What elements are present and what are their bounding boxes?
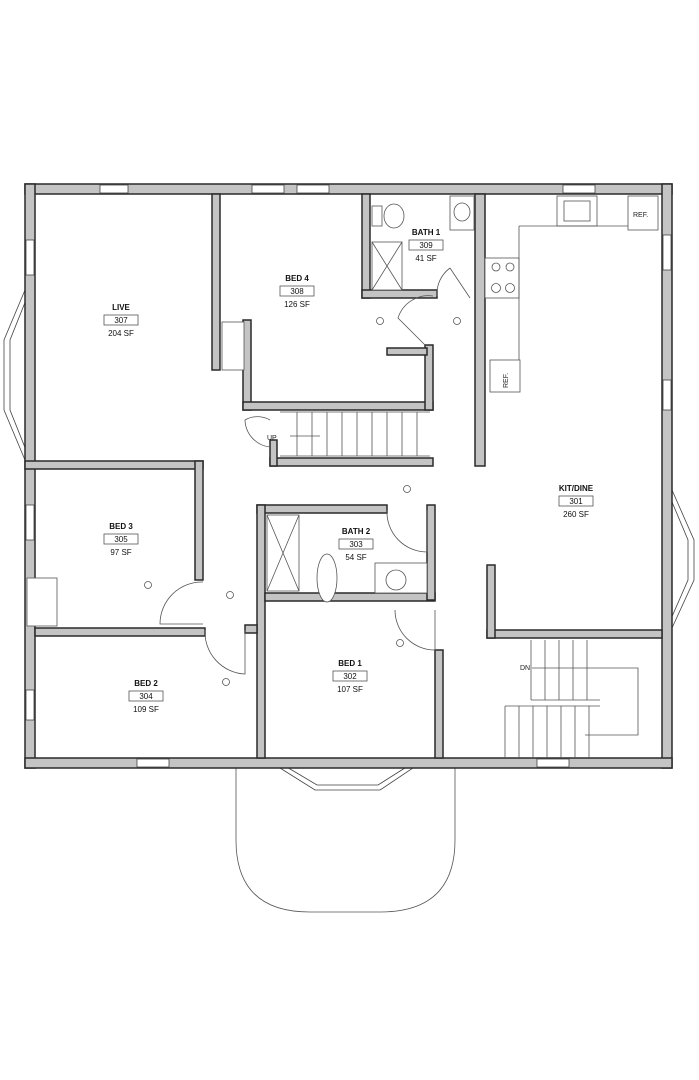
svg-text:BED 2: BED 2 [134,679,158,688]
room-tag-bed2: BED 2 304 109 SF [128,679,164,714]
svg-text:307: 307 [114,316,128,325]
windows [25,184,672,768]
room-tag-kit-dine: KIT/DINE 301 260 SF [558,484,594,519]
svg-text:304: 304 [139,692,153,701]
svg-text:301: 301 [569,497,583,506]
svg-text:BATH 2: BATH 2 [342,527,371,536]
door-swings [159,267,471,675]
bed1-bay-window [279,765,414,791]
stair-down-label: DN [520,665,530,672]
svg-text:97 SF: 97 SF [110,548,131,557]
svg-text:303: 303 [349,540,363,549]
svg-text:305: 305 [114,535,128,544]
svg-text:BED 3: BED 3 [109,522,133,531]
svg-text:BED 4: BED 4 [285,274,309,283]
svg-text:41 SF: 41 SF [415,254,436,263]
svg-text:LIVE: LIVE [112,303,130,312]
svg-text:KIT/DINE: KIT/DINE [559,484,594,493]
svg-text:54 SF: 54 SF [345,553,366,562]
svg-text:107 SF: 107 SF [337,685,363,694]
room-tag-bed1: BED 1 302 107 SF [332,659,368,694]
svg-text:BATH 1: BATH 1 [412,228,441,237]
svg-text:109 SF: 109 SF [133,705,159,714]
room-tag-bed4: BED 4 308 126 SF [279,274,315,309]
ref-label-top: REF. [633,212,648,219]
svg-text:309: 309 [419,241,433,250]
room-tag-bed3: BED 3 305 97 SF [103,522,139,557]
svg-text:204 SF: 204 SF [108,329,134,338]
room-tag-live: LIVE 307 204 SF [103,303,139,338]
stairs: UP DN [267,411,639,758]
svg-text:BED 1: BED 1 [338,659,362,668]
room-tag-bath1: BATH 1 309 41 SF [408,228,444,263]
ceiling-lights [144,317,461,686]
fixtures [26,195,659,627]
room-tag-bath2: BATH 2 303 54 SF [338,527,374,562]
porch-outline [235,768,456,913]
svg-text:260 SF: 260 SF [563,510,589,519]
ref-label-side: REF. [503,373,510,388]
svg-text:308: 308 [290,287,304,296]
svg-text:302: 302 [343,672,357,681]
walls [24,183,673,769]
svg-text:126 SF: 126 SF [284,300,310,309]
stair-up-label: UP [267,435,277,442]
